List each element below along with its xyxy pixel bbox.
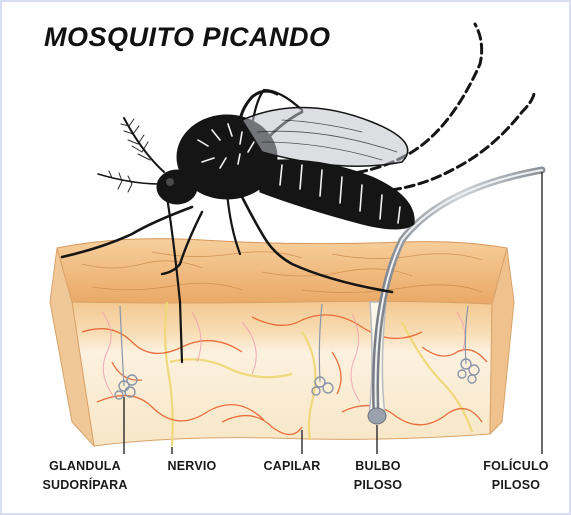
label-nervio: NERVIO (152, 457, 232, 476)
label-capilar: CAPILAR (252, 457, 332, 476)
label-glandula-line1: GLANDULA (20, 457, 150, 476)
label-bulbo-piloso: BULBO PILOSO (338, 457, 418, 495)
label-glandula-sudoripara: GLANDULA SUDORÍPARA (20, 457, 150, 495)
label-foliculo-line2: PILOSO (466, 476, 566, 495)
label-foliculo-piloso: FOLÍCULO PILOSO (466, 457, 566, 495)
label-bulbo-line2: PILOSO (338, 476, 418, 495)
label-capilar-line1: CAPILAR (252, 457, 332, 476)
label-bulbo-line1: BULBO (338, 457, 418, 476)
label-glandula-line2: SUDORÍPARA (20, 476, 150, 495)
label-foliculo-line1: FOLÍCULO (466, 457, 566, 476)
label-nervio-line1: NERVIO (152, 457, 232, 476)
